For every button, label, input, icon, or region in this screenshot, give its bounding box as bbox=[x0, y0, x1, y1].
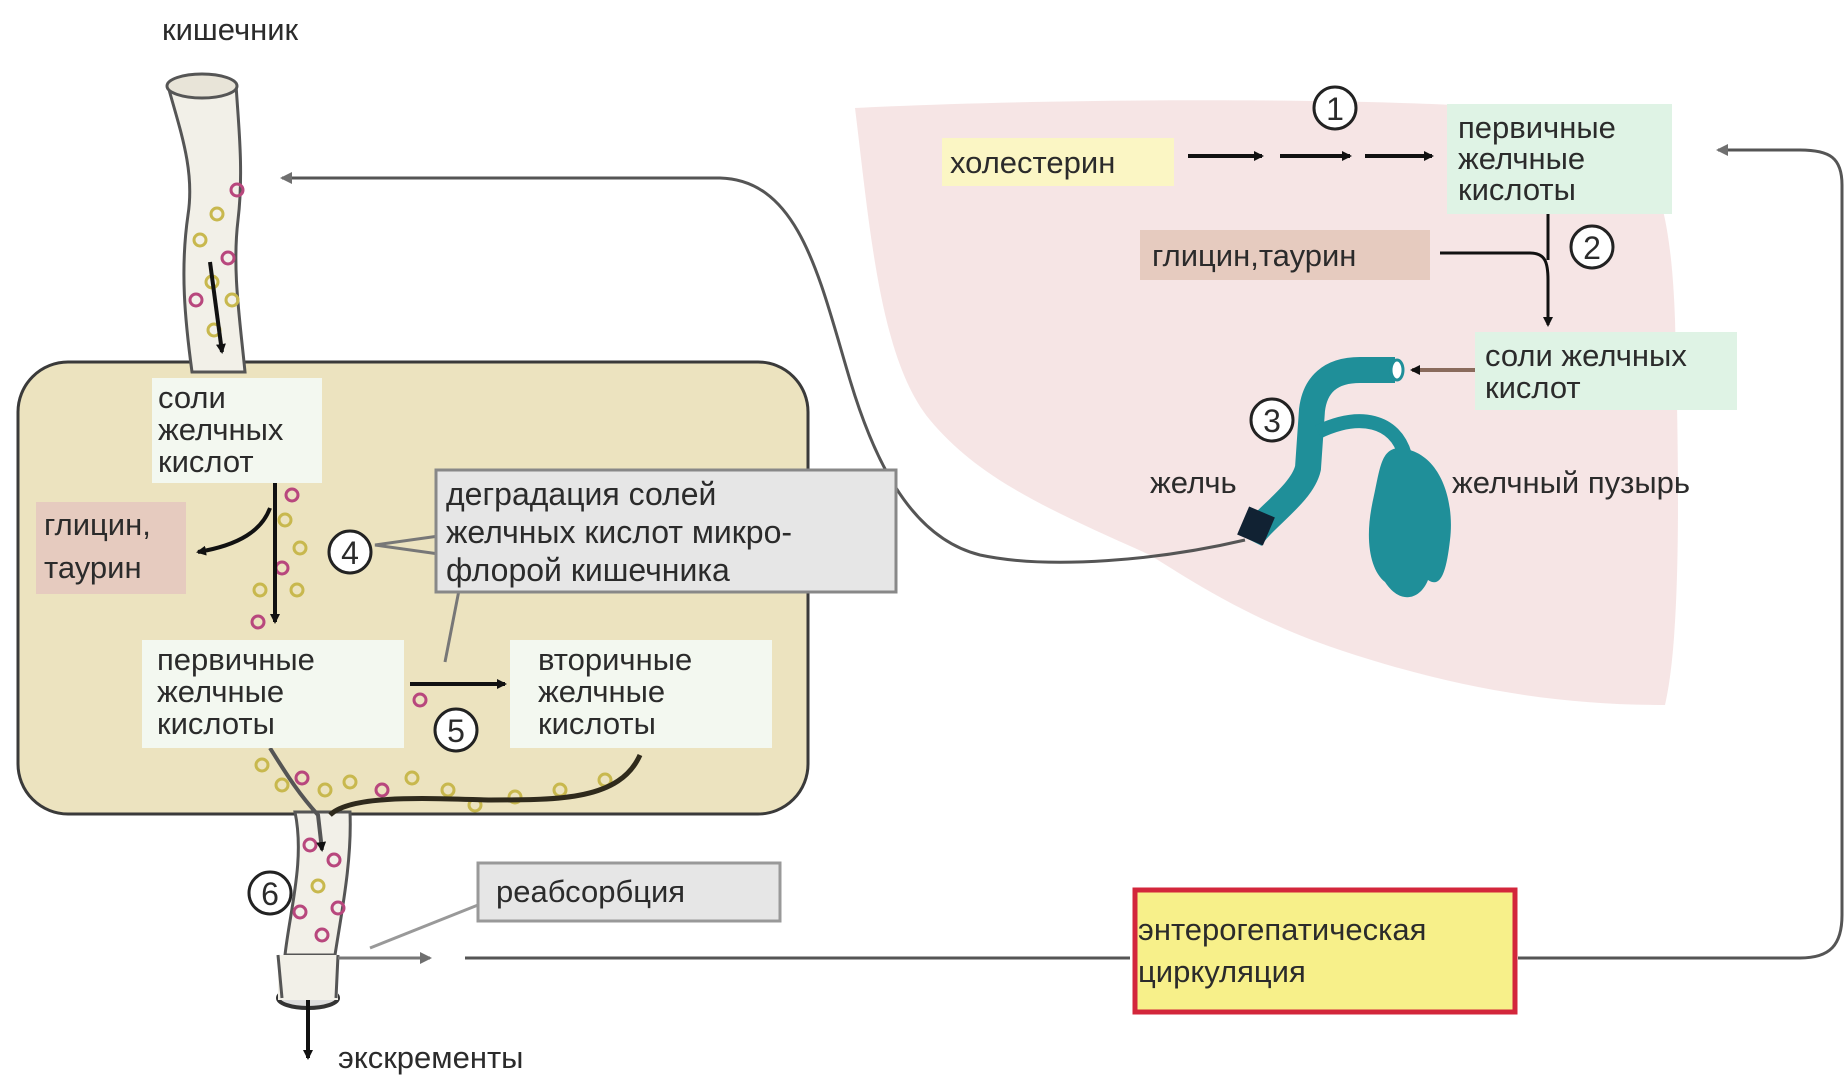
primary-liver-line-2: желчные bbox=[1458, 141, 1585, 176]
intestine-title: кишечник bbox=[162, 12, 299, 47]
step-4: 4 bbox=[341, 535, 359, 571]
enterohepatic-box bbox=[1135, 890, 1515, 1012]
bile-salts-intestine-line-1: соли bbox=[158, 380, 226, 415]
bile-salts-liver-line-2: кислот bbox=[1485, 370, 1581, 405]
primary-intestine-line-3: кислоты bbox=[157, 706, 275, 741]
glycine-taurine-intestine-line-2: таурин bbox=[44, 550, 142, 585]
reabsorption-label: реабсорбция bbox=[496, 874, 685, 909]
step-3: 3 bbox=[1263, 403, 1281, 439]
primary-intestine-line-1: первичные bbox=[157, 642, 315, 677]
step-1: 1 bbox=[1326, 91, 1344, 127]
feces-label: экскременты bbox=[338, 1040, 523, 1075]
intestine-tube-opening bbox=[167, 74, 237, 98]
glycine-taurine-intestine-line-1: глицин, bbox=[44, 507, 151, 542]
step-2: 2 bbox=[1583, 230, 1601, 266]
glycine-taurine-liver-label: глицин,таурин bbox=[1152, 238, 1356, 273]
circulation-line-1: энтерогепатическая bbox=[1138, 912, 1426, 947]
bile-label: желчь bbox=[1150, 465, 1237, 500]
intestine-tube-upper bbox=[168, 84, 245, 372]
degradation-line-1: деградация солей bbox=[446, 476, 716, 512]
degradation-line-2: желчных кислот микро- bbox=[446, 514, 792, 550]
reabsorption-callout-pointer bbox=[370, 905, 478, 948]
secondary-line-1: вторичные bbox=[538, 642, 692, 677]
primary-liver-line-3: кислоты bbox=[1458, 172, 1576, 207]
bile-salts-liver-line-1: соли желчных bbox=[1485, 338, 1687, 373]
secondary-line-3: кислоты bbox=[538, 706, 656, 741]
degradation-line-3: флорой кишечника bbox=[446, 552, 730, 588]
primary-intestine-line-2: желчные bbox=[157, 674, 284, 709]
step-5: 5 bbox=[447, 713, 465, 749]
circulation-line-2: циркуляция bbox=[1138, 954, 1306, 989]
secondary-line-2: желчные bbox=[538, 674, 665, 709]
bile-salts-intestine-line-3: кислот bbox=[158, 444, 254, 479]
bile-salts-intestine-line-2: желчных bbox=[158, 412, 284, 447]
gallbladder-label: желчный пузырь bbox=[1452, 465, 1690, 500]
step-6: 6 bbox=[261, 876, 279, 912]
cholesterol-label: холестерин bbox=[950, 145, 1115, 180]
primary-liver-line-1: первичные bbox=[1458, 110, 1616, 145]
